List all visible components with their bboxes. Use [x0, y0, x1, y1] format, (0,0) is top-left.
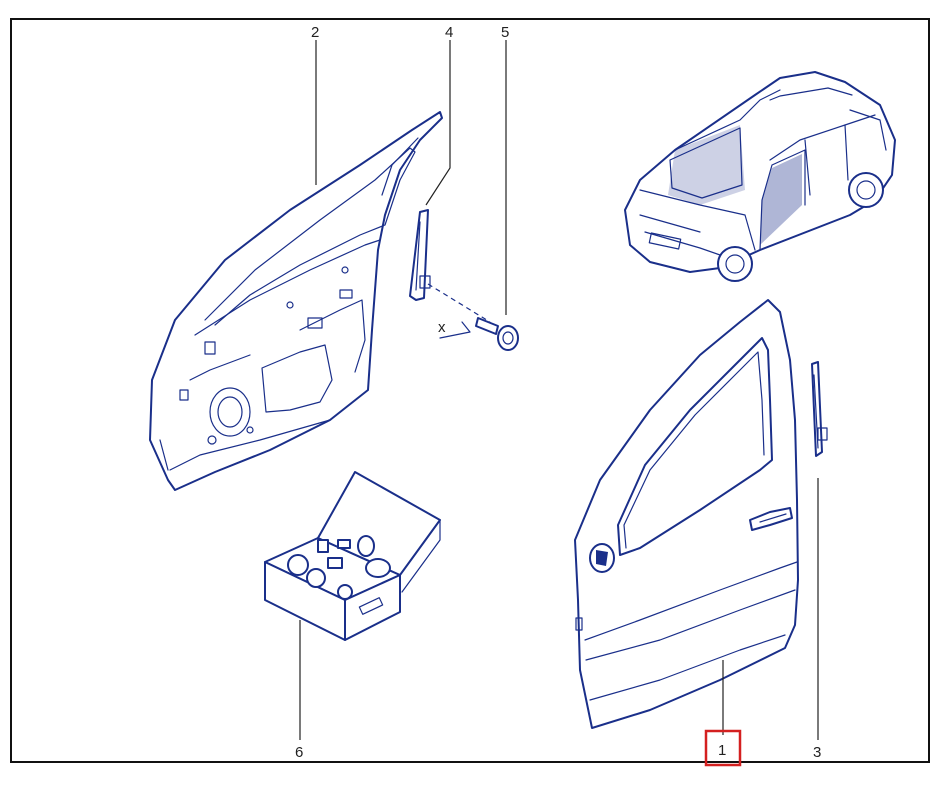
- callout-3: 3: [813, 744, 821, 761]
- dimension-mark: [439, 321, 471, 339]
- callout-1: 1: [718, 742, 726, 759]
- leader-line-4: [425, 40, 451, 206]
- annotation-x: x: [438, 319, 446, 336]
- callout-1-highlight-box[interactable]: [704, 729, 742, 767]
- fixings-kit-box: [264, 471, 441, 641]
- callout-6: 6: [295, 744, 303, 761]
- vehicle-location-thumbnail: [624, 71, 896, 282]
- fastener-screw: [475, 317, 519, 351]
- window-guide-strip: [409, 209, 431, 301]
- fastening-axis-line: [427, 283, 491, 323]
- callout-2: 2: [311, 24, 319, 41]
- front-door-shell: [574, 299, 799, 729]
- door-inner-panel: [149, 111, 443, 491]
- window-seal-strip: [811, 361, 828, 457]
- diagram-frame: [10, 18, 930, 763]
- callout-4: 4: [445, 24, 453, 41]
- callout-5: 5: [501, 24, 509, 41]
